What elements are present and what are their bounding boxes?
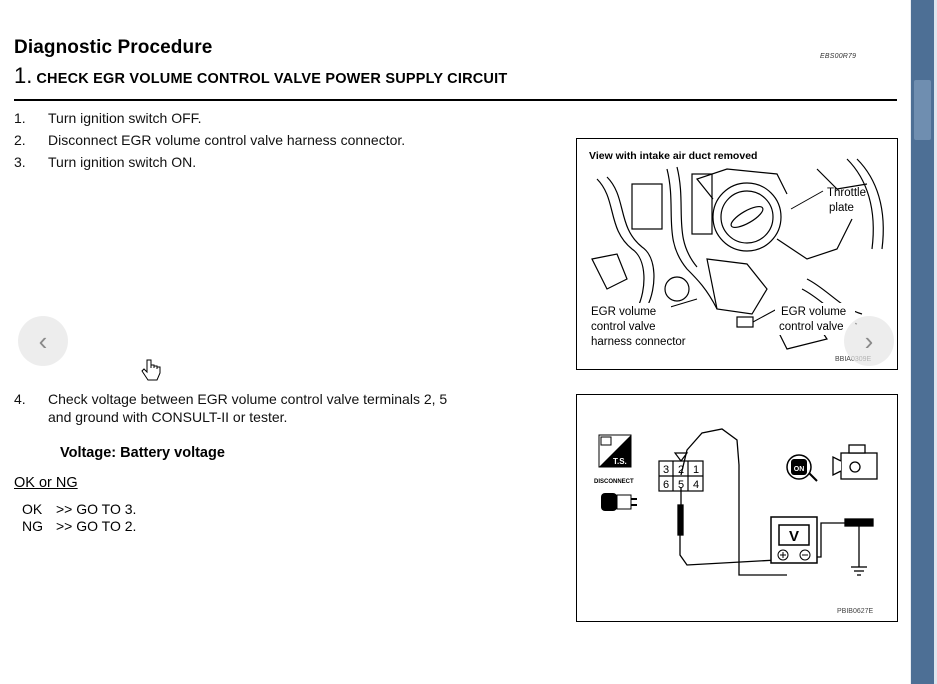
- harness-label-line1: EGR volume: [591, 306, 656, 318]
- previous-page-button[interactable]: ‹: [18, 316, 68, 366]
- pin-label: 3: [663, 464, 669, 476]
- voltage-check-figure: T.S. DISCONNECT 3 2 1 6: [576, 394, 898, 622]
- pin-label: 1: [693, 464, 699, 476]
- step-number: 2.: [14, 132, 26, 148]
- step-text: Disconnect EGR volume control valve harn…: [48, 132, 406, 148]
- disconnect-icon: DISCONNECT: [594, 479, 637, 511]
- valve-label-line2: control valve: [779, 321, 844, 333]
- ignition-label: ON: [794, 466, 805, 473]
- ts-label: T.S.: [613, 457, 627, 466]
- throttle-label-line1: Throttle: [827, 187, 866, 199]
- document-page: Diagnostic Procedure EBS00R79 1.CHECK EG…: [14, 37, 898, 622]
- heading-divider: [14, 99, 897, 101]
- pin-label: 5: [678, 479, 684, 491]
- scrollbar-thumb[interactable]: [914, 80, 931, 140]
- next-page-button[interactable]: ›: [844, 316, 894, 366]
- circuit-diagram: T.S. DISCONNECT 3 2 1 6: [594, 428, 878, 615]
- connector: [658, 452, 704, 492]
- chevron-left-icon: ‹: [38, 325, 48, 356]
- ignition-key-icon: ON: [786, 454, 818, 482]
- result-action: >> GO TO 3.: [56, 501, 137, 517]
- voltage-spec: Voltage: Battery voltage: [60, 445, 225, 461]
- step-number: 3.: [14, 154, 26, 170]
- voltmeter: V: [770, 516, 818, 564]
- engine-drawing: View with intake air duct removed Thrott…: [587, 150, 884, 363]
- result-key: OK: [22, 501, 43, 517]
- step-text: Turn ignition switch ON.: [48, 154, 197, 170]
- step-heading-text: CHECK EGR VOLUME CONTROL VALVE POWER SUP…: [36, 71, 508, 87]
- result-label: OK or NG: [14, 475, 78, 491]
- pin-label: 2: [678, 464, 684, 476]
- step-heading-number: 1.: [14, 63, 33, 88]
- step-text: Check voltage between EGR volume control…: [48, 391, 448, 407]
- step-heading: 1.CHECK EGR VOLUME CONTROL VALVE POWER S…: [14, 63, 507, 89]
- meter-symbol: V: [789, 528, 799, 545]
- pin-label: 6: [663, 479, 669, 491]
- ts-icon: T.S.: [598, 434, 632, 468]
- probe-wires: [677, 428, 874, 576]
- harness-label-line2: control valve: [591, 321, 656, 333]
- throttle-label-line2: plate: [829, 202, 854, 214]
- scrollbar-edge: [934, 0, 937, 684]
- chevron-right-icon: ›: [864, 325, 874, 356]
- step-text: Turn ignition switch OFF.: [48, 110, 202, 126]
- hand-pointer-cursor-icon: [141, 359, 161, 381]
- disconnect-label: DISCONNECT: [594, 479, 634, 485]
- step-number: 4.: [14, 391, 26, 407]
- step-text: and ground with CONSULT-II or tester.: [48, 409, 288, 425]
- harness-label-line3: harness connector: [591, 336, 686, 348]
- document-code: EBS00R79: [820, 53, 857, 60]
- engine-icon: [832, 444, 878, 480]
- page-title: Diagnostic Procedure: [14, 37, 213, 58]
- figure-caption: View with intake air duct removed: [589, 150, 757, 162]
- result-key: NG: [22, 518, 43, 534]
- pin-label: 4: [693, 479, 699, 491]
- step-number: 1.: [14, 110, 26, 126]
- engine-illustration-figure: View with intake air duct removed Thrott…: [576, 138, 898, 370]
- valve-label-line1: EGR volume: [781, 306, 846, 318]
- scrollbar-track[interactable]: [911, 0, 934, 684]
- figure-code: PBIB0627E: [837, 608, 874, 615]
- result-action: >> GO TO 2.: [56, 518, 137, 534]
